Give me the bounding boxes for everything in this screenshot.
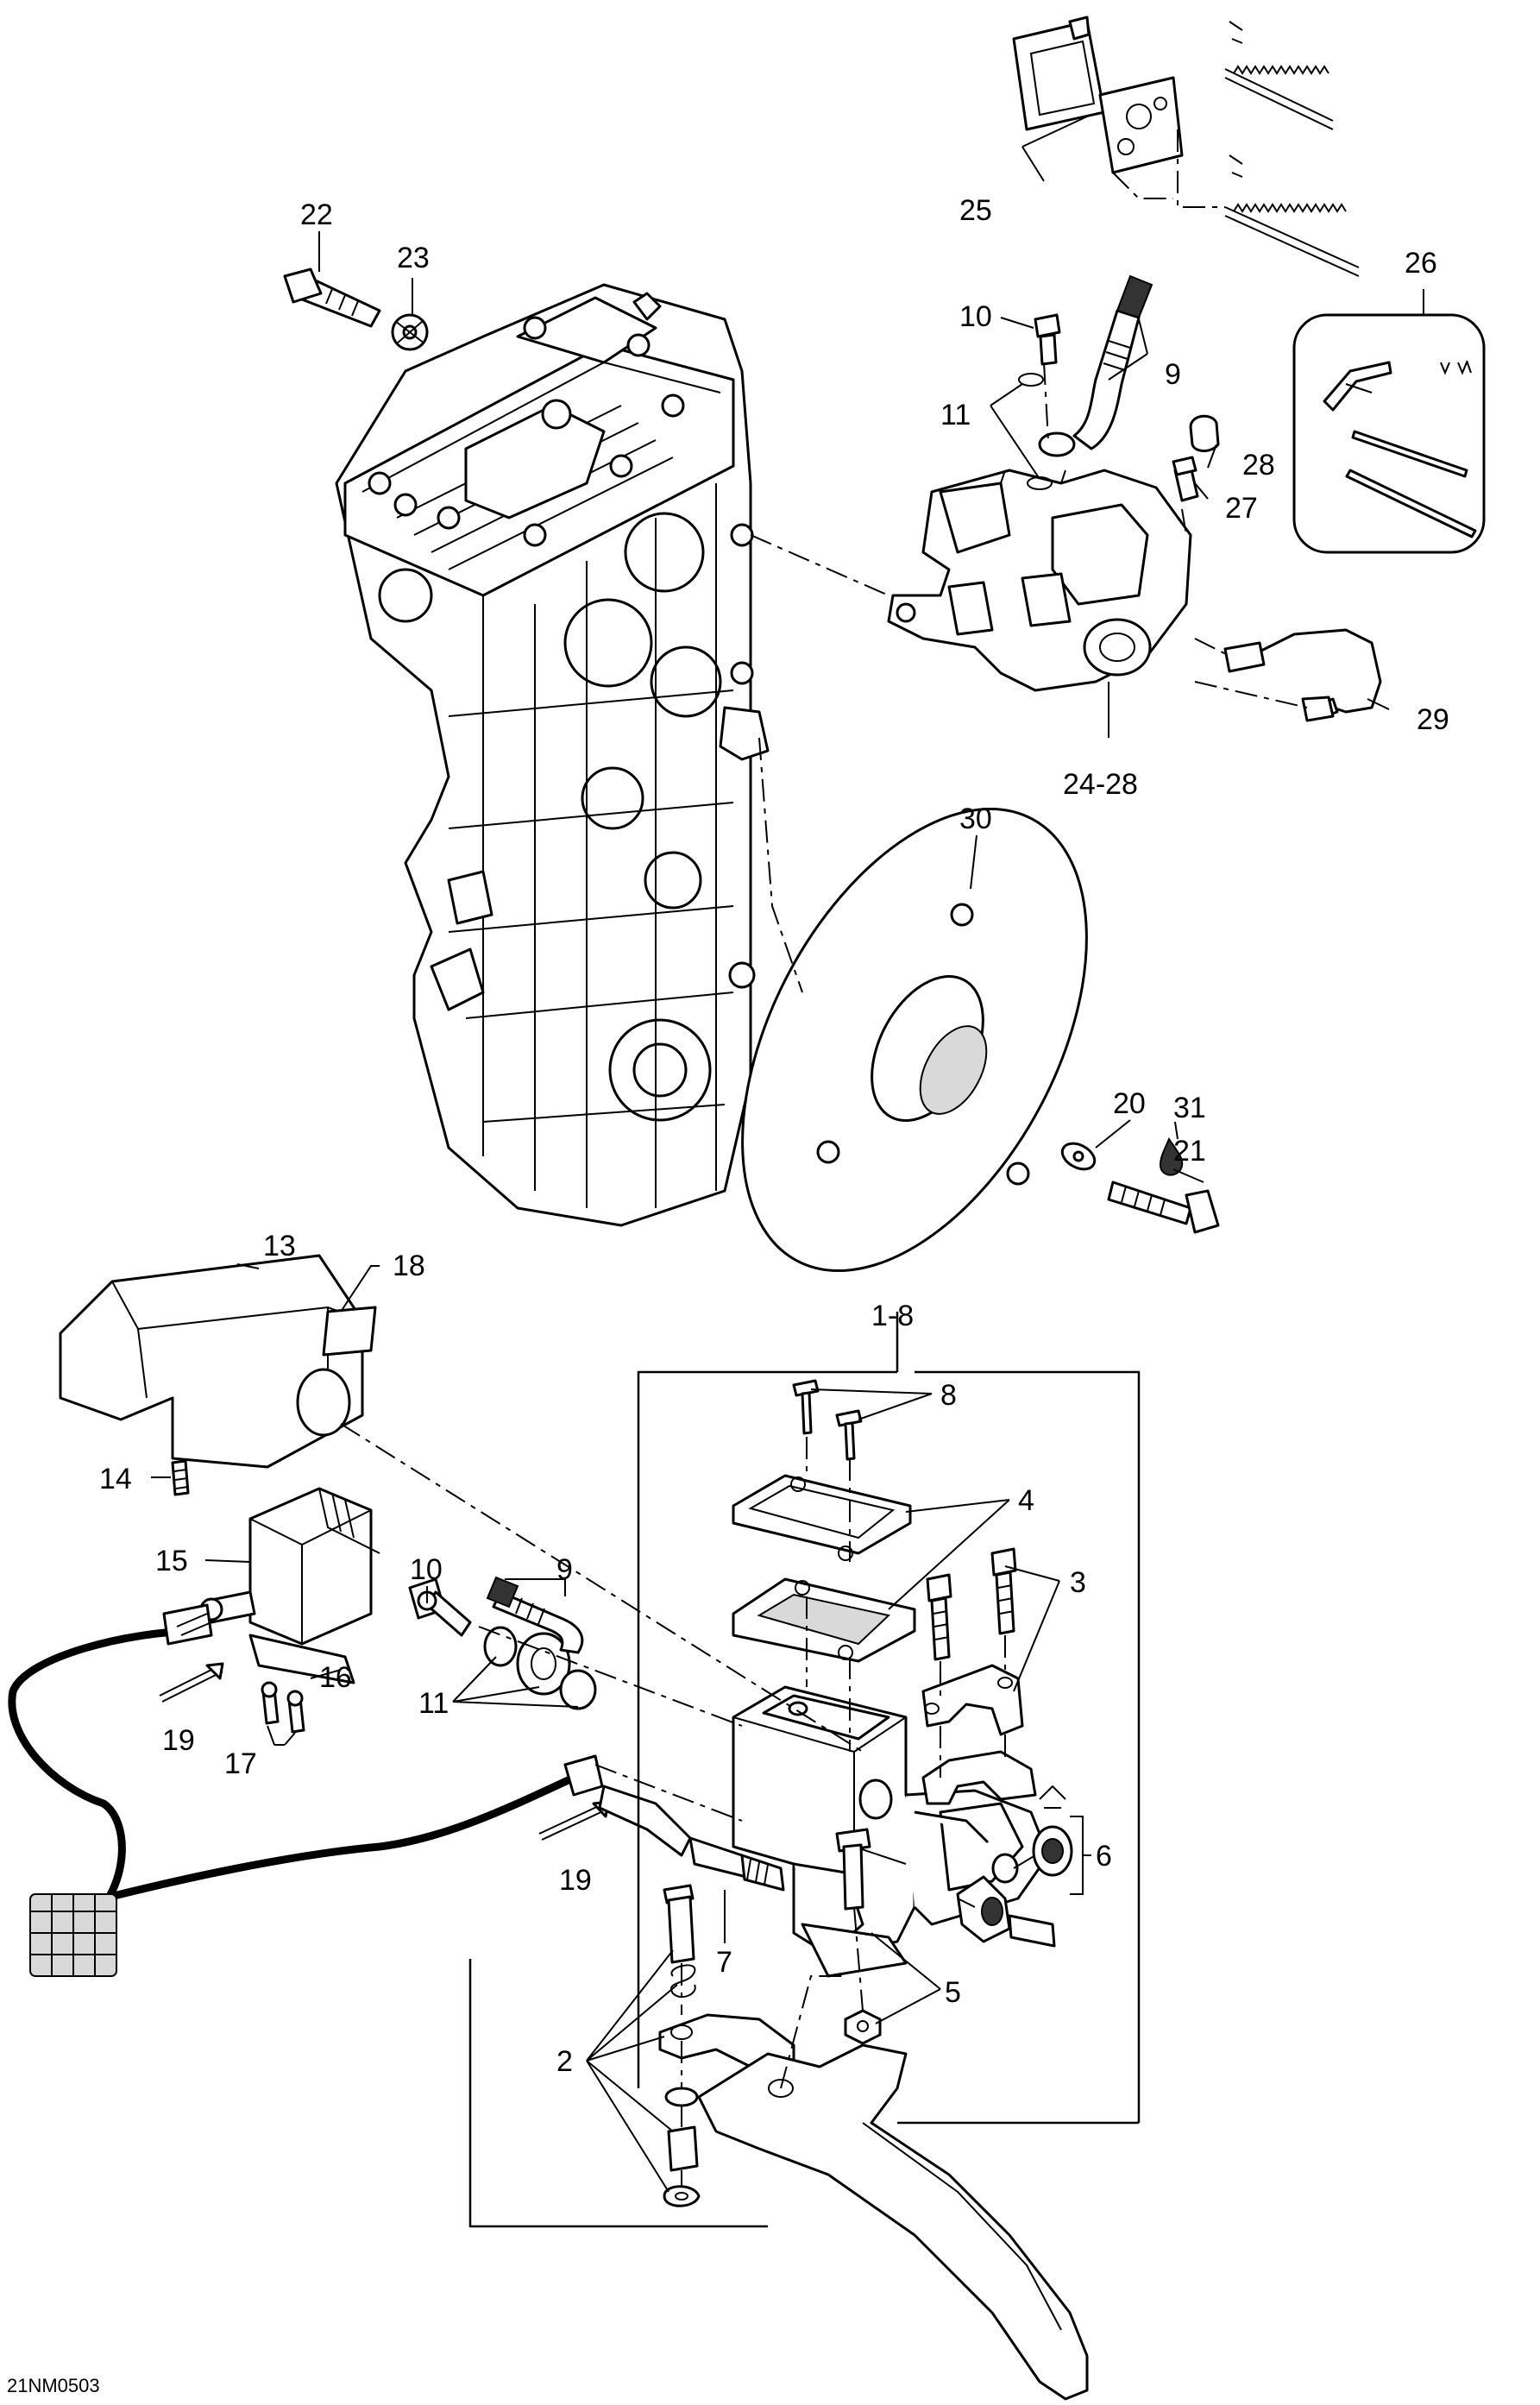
callout-5: 5 — [945, 1976, 961, 2009]
callout-11-top: 11 — [940, 399, 971, 431]
callout-14: 14 — [99, 1463, 132, 1495]
lever-bracket-frame — [468, 1959, 768, 2228]
banjo-bolt-10-top — [1034, 313, 1061, 366]
spring-2 — [670, 1964, 696, 1999]
lever-pin-2 — [663, 1884, 695, 1964]
callout-6: 6 — [1096, 1840, 1112, 1873]
lock-washer-23 — [391, 313, 429, 351]
bolt-22 — [283, 268, 381, 328]
washer-20 — [1060, 1142, 1097, 1171]
callout-20: 20 — [1113, 1087, 1146, 1120]
callout-29: 29 — [1417, 703, 1449, 736]
bleeder-screw-27 — [1172, 456, 1199, 502]
connector — [29, 1893, 117, 1977]
banjo-bolt-10-bottom — [408, 1577, 472, 1637]
screws-17 — [261, 1681, 305, 1734]
nut-5 — [844, 2009, 882, 2045]
callout-25: 25 — [959, 194, 992, 227]
handlebar-clamp-3 — [921, 1664, 1037, 1805]
callout-30: 30 — [959, 803, 992, 835]
callout-26: 26 — [1405, 247, 1437, 280]
set-screw-14 — [171, 1459, 190, 1496]
callout-28: 28 — [1242, 449, 1275, 482]
brake-caliper-24-28 — [887, 469, 1192, 692]
leader-lines — [151, 116, 1424, 2193]
brake-lever — [697, 2043, 1089, 2401]
master-cylinder-kit-box — [637, 1312, 1141, 2125]
callout-16: 16 — [319, 1661, 352, 1694]
bolt-21 — [1107, 1180, 1220, 1234]
sealing-washers-11-top — [1018, 373, 1076, 490]
bracket-16 — [248, 1634, 355, 1684]
callout-19-mid: 19 — [559, 1864, 592, 1897]
callout-9-bottom: 9 — [556, 1553, 573, 1586]
callout-11-bottom: 11 — [418, 1687, 449, 1720]
pivot-bolt-5 — [835, 1828, 871, 1911]
callout-27: 27 — [1225, 492, 1258, 525]
assembly-lines — [340, 129, 1308, 2188]
callout-18: 18 — [393, 1250, 425, 1282]
e-clip-2 — [663, 2185, 701, 2207]
callout-31: 31 — [1173, 1092, 1206, 1124]
brake-line-29 — [1223, 628, 1382, 722]
callout-8: 8 — [940, 1379, 957, 1412]
callout-10-bottom: 10 — [410, 1553, 443, 1586]
reservoir-cap-6 — [991, 1785, 1073, 1884]
callout-10-top: 10 — [959, 300, 992, 333]
cable-tie-19-left — [159, 1662, 224, 1703]
gearbox-housing — [335, 283, 770, 1227]
cover-screws-8 — [792, 1379, 863, 1461]
brake-disc-30 — [741, 807, 1088, 1273]
callout-23: 23 — [397, 242, 430, 274]
brake-pads-25 — [1012, 16, 1184, 174]
callout-2: 2 — [556, 2045, 573, 2078]
pad-springs — [1224, 21, 1360, 277]
adjuster-bushing — [956, 1875, 1056, 1948]
callout-7: 7 — [716, 1946, 732, 1979]
brake-hose-9-top — [1072, 274, 1153, 450]
callout-9-top: 9 — [1165, 358, 1181, 391]
diaphragm-4 — [732, 1577, 916, 1663]
threadlocker-drop-31 — [1159, 1136, 1184, 1176]
brake-light-switch-15 — [199, 1487, 380, 1646]
callout-17: 17 — [224, 1747, 257, 1780]
callout-13: 13 — [263, 1230, 296, 1262]
callout-3: 3 — [1070, 1566, 1086, 1599]
clamp-screws-3 — [926, 1547, 1017, 1661]
bleeder-cap-28 — [1189, 414, 1220, 452]
reservoir-cover-4 — [732, 1474, 912, 1561]
wiring-harness — [8, 1603, 604, 1920]
brake-hose-9-bottom — [486, 1576, 584, 1654]
callout-4: 4 — [1018, 1484, 1034, 1517]
callout-15: 15 — [155, 1545, 188, 1577]
callout-24-28: 24-28 — [1063, 768, 1138, 801]
callout-labels: 22 23 25 26 10 9 11 28 27 29 24-28 30 20… — [7, 194, 1449, 2396]
figure-code: 21NM0503 — [7, 2375, 100, 2396]
callout-1-8: 1-8 — [871, 1300, 914, 1332]
switch-plunger-7 — [598, 1785, 785, 1892]
callout-22: 22 — [300, 198, 333, 231]
label-18 — [322, 1306, 377, 1357]
cable-tie-19-mid — [538, 1800, 610, 1841]
hardware-kit-26 — [1292, 313, 1486, 554]
callout-19-left: 19 — [162, 1724, 195, 1757]
cover-13 — [59, 1254, 364, 1469]
callout-21: 21 — [1173, 1135, 1206, 1168]
